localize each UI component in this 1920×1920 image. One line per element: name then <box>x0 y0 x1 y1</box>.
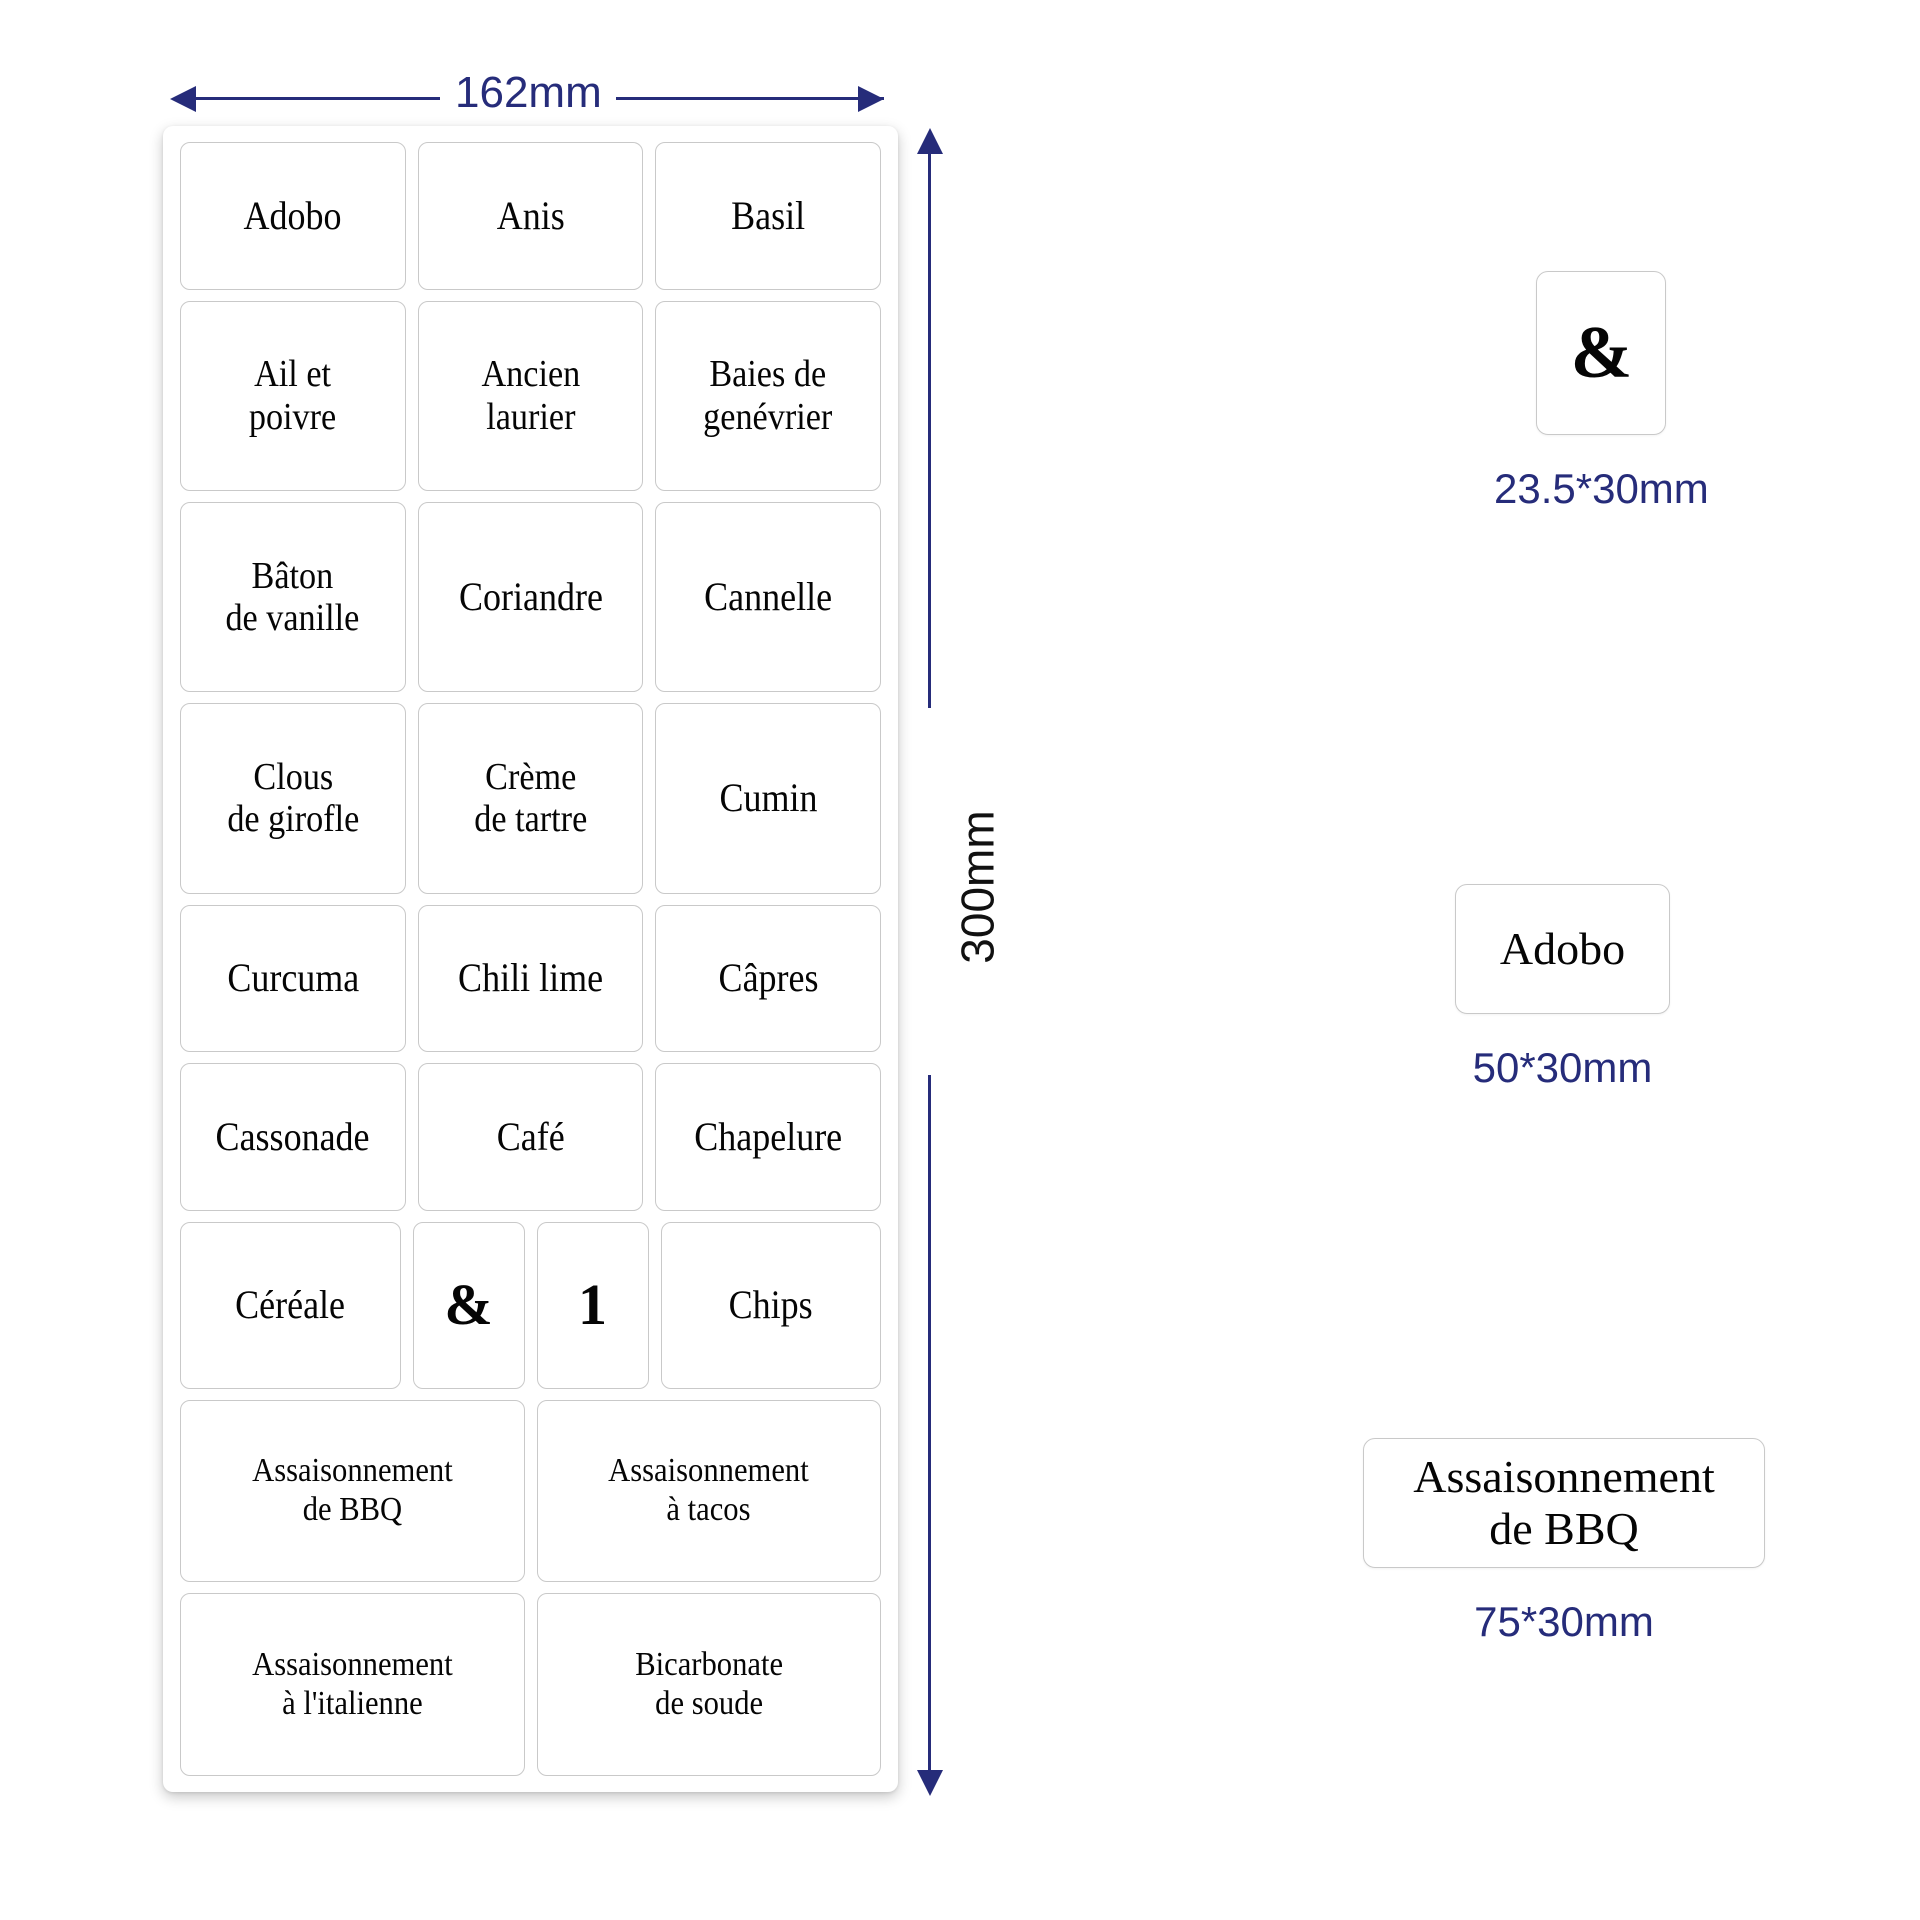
sticker[interactable]: Assaisonnement à tacos <box>536 1399 881 1583</box>
sticker[interactable]: Cassonade <box>180 1063 406 1211</box>
sticker-row: Cassonade Café Chapelure <box>180 1063 882 1211</box>
sticker-label: Adobo <box>243 192 342 238</box>
sticker-label: Bicarbonate de soude <box>634 1645 783 1722</box>
sticker[interactable]: & <box>412 1221 525 1389</box>
sticker[interactable]: Céréale <box>180 1221 401 1389</box>
dimension-line-bottom <box>928 1075 931 1775</box>
sticker[interactable]: Ail et poivre <box>180 300 406 491</box>
sample-bbq: Assaisonnement de BBQ 75*30mm <box>1363 1438 1765 1646</box>
sticker[interactable]: Café <box>417 1063 644 1211</box>
sample-label[interactable]: Adobo <box>1455 884 1670 1014</box>
dimension-arrow-down <box>917 1770 943 1796</box>
sticker[interactable]: Chips <box>660 1221 881 1389</box>
sticker-label: Assaisonnement à l'italienne <box>251 1645 453 1722</box>
sticker-label: 1 <box>578 1272 607 1338</box>
sticker-label: & <box>444 1272 493 1338</box>
sticker-label: Câpres <box>718 955 819 1001</box>
sticker[interactable]: Adobo <box>180 142 406 290</box>
sticker[interactable]: Cumin <box>655 703 882 894</box>
sticker-label: Bâton de vanille <box>225 554 360 640</box>
sticker-label: Ancien laurier <box>481 353 580 438</box>
sample-size-caption: 50*30mm <box>1472 1044 1653 1091</box>
sticker-row: Adobo Anis Basil <box>180 142 882 290</box>
sticker-label: Anis <box>496 192 565 238</box>
sticker-label: Basil <box>731 192 806 238</box>
sticker-label: Cumin <box>719 775 818 821</box>
sticker-row: Bâton de vanille Coriandre Cannelle <box>180 501 882 693</box>
sticker-row: Clous de girofle Crème de tartre Cumin <box>180 703 882 894</box>
sticker[interactable]: Anis <box>417 142 644 290</box>
sticker-label: Café <box>496 1113 565 1159</box>
sticker[interactable]: Curcuma <box>180 904 406 1053</box>
sticker-label: Baies de genévrier <box>703 353 833 438</box>
sticker[interactable]: Chili lime <box>417 904 644 1053</box>
sticker-label: Chapelure <box>694 1113 843 1159</box>
dimension-arrow-right <box>858 86 884 112</box>
sticker-label: Chips <box>728 1282 813 1328</box>
sticker-row: Assaisonnement de BBQ Assaisonnement à t… <box>180 1399 881 1583</box>
sample-label-text: & <box>1570 311 1633 394</box>
sample-label[interactable]: & <box>1536 271 1667 435</box>
sample-size-caption: 23.5*30mm <box>1494 465 1709 512</box>
sticker-row: Curcuma Chili lime Câpres <box>180 904 882 1053</box>
sticker-label: Ail et poivre <box>249 353 337 438</box>
sticker-label: Clous de girofle <box>226 755 359 841</box>
sticker[interactable]: Ancien laurier <box>417 300 644 491</box>
dimension-line-right <box>616 97 884 100</box>
sticker-row: Céréale & 1 Chips <box>180 1221 881 1389</box>
sample-label[interactable]: Assaisonnement de BBQ <box>1363 1438 1765 1568</box>
sticker-label: Chili lime <box>457 955 604 1001</box>
sticker[interactable]: Crème de tartre <box>417 703 644 894</box>
sticker[interactable]: Bicarbonate de soude <box>536 1593 881 1777</box>
sample-adobo: Adobo 50*30mm <box>1455 884 1670 1092</box>
dimension-line-top <box>928 148 931 708</box>
sticker[interactable]: Assaisonnement à l'italienne <box>180 1593 525 1777</box>
sticker[interactable]: Chapelure <box>655 1063 882 1211</box>
sticker-label: Cannelle <box>704 573 833 619</box>
sticker[interactable]: Basil <box>655 142 882 290</box>
sticker-label: Cassonade <box>215 1113 370 1159</box>
sticker-label: Crème de tartre <box>474 755 587 841</box>
sample-label-text: Adobo <box>1499 922 1626 974</box>
sticker[interactable]: Clous de girofle <box>180 703 406 894</box>
sample-label-text: Assaisonnement de BBQ <box>1413 1450 1715 1554</box>
sticker-label: Curcuma <box>226 955 359 1001</box>
dimension-line-left <box>190 97 440 100</box>
sticker[interactable]: Baies de genévrier <box>655 300 882 491</box>
sticker-label: Assaisonnement à tacos <box>608 1452 810 1528</box>
sample-size-caption: 75*30mm <box>1474 1598 1654 1645</box>
sticker[interactable]: Câpres <box>655 904 882 1053</box>
sticker-row: Assaisonnement à l'italienne Bicarbonate… <box>180 1593 881 1777</box>
sticker-label: Assaisonnement de BBQ <box>251 1452 453 1528</box>
sample-ampersand: & 23.5*30mm <box>1494 271 1709 513</box>
sticker[interactable]: Bâton de vanille <box>180 501 406 693</box>
sticker[interactable]: Assaisonnement de BBQ <box>180 1399 525 1583</box>
sticker[interactable]: Cannelle <box>655 501 882 693</box>
sticker-label: Céréale <box>235 1282 346 1328</box>
sticker-label: Coriandre <box>458 573 603 619</box>
label-sheet: Adobo Anis Basil Ail et poivre Ancien la… <box>163 126 898 1792</box>
width-dimension-label: 162mm <box>455 68 602 117</box>
height-dimension-label: 300mm <box>951 810 1004 964</box>
sticker[interactable]: Coriandre <box>417 501 644 693</box>
sticker-row: Ail et poivre Ancien laurier Baies de ge… <box>180 300 882 491</box>
sticker[interactable]: 1 <box>536 1221 649 1389</box>
